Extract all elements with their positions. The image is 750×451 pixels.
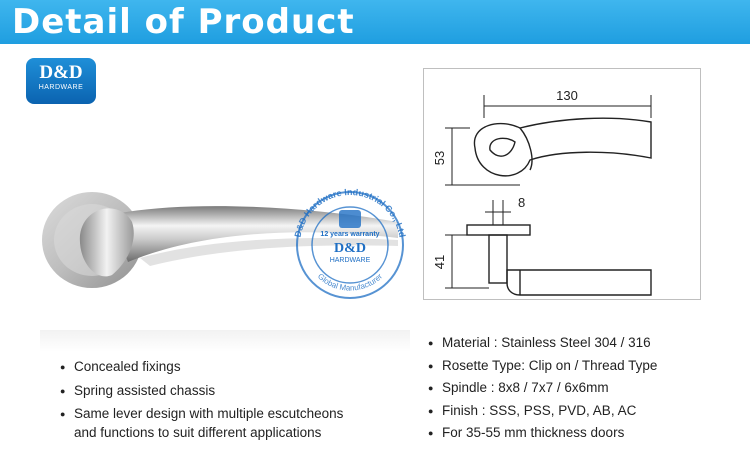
spec-item-rosette: Rosette Type: Clip on / Thread Type [428,357,657,380]
feature-item: Spring assisted chassis [60,382,343,406]
spec-item-spindle: Spindle : 8x8 / 7x7 / 6x6mm [428,379,657,402]
specs-list: Material : Stainless Steel 304 / 316 Ros… [428,334,657,447]
stamp-emblem [339,210,361,228]
product-shadow [40,330,410,352]
stamp-brand: D&D [334,241,366,256]
dim-width-label: 130 [556,88,578,103]
dim-rose-label: 41 [432,255,447,269]
spec-item-material: Material : Stainless Steel 304 / 316 [428,334,657,357]
stamp-brand-sub: HARDWARE [330,257,371,264]
logo-sub-text: HARDWARE [38,84,84,91]
lever-arm [110,206,398,262]
logo-main-text: D&D [39,62,83,83]
page-title: Detail of Product [12,2,355,42]
feature-item: Concealed fixings [60,358,343,382]
technical-drawing-frame [423,68,701,300]
feature-item: Same lever design with multiple escutche… [60,405,343,429]
spec-item-finish: Finish : SSS, PSS, PVD, AB, AC [428,402,657,425]
dim-spindle-label: 8 [518,195,525,210]
brand-logo: D&D HARDWARE [26,58,96,104]
spec-item-thickness: For 35-55 mm thickness doors [428,424,657,447]
header-banner: Detail of Product [0,0,750,44]
feature-item-continuation: and functions to suit different applicat… [74,425,322,440]
dim-height-label: 53 [432,151,447,165]
lever-neck [79,208,134,277]
features-list: Concealed fixings Spring assisted chassi… [60,358,343,429]
stamp-warranty: 12 years warranty [320,231,379,238]
